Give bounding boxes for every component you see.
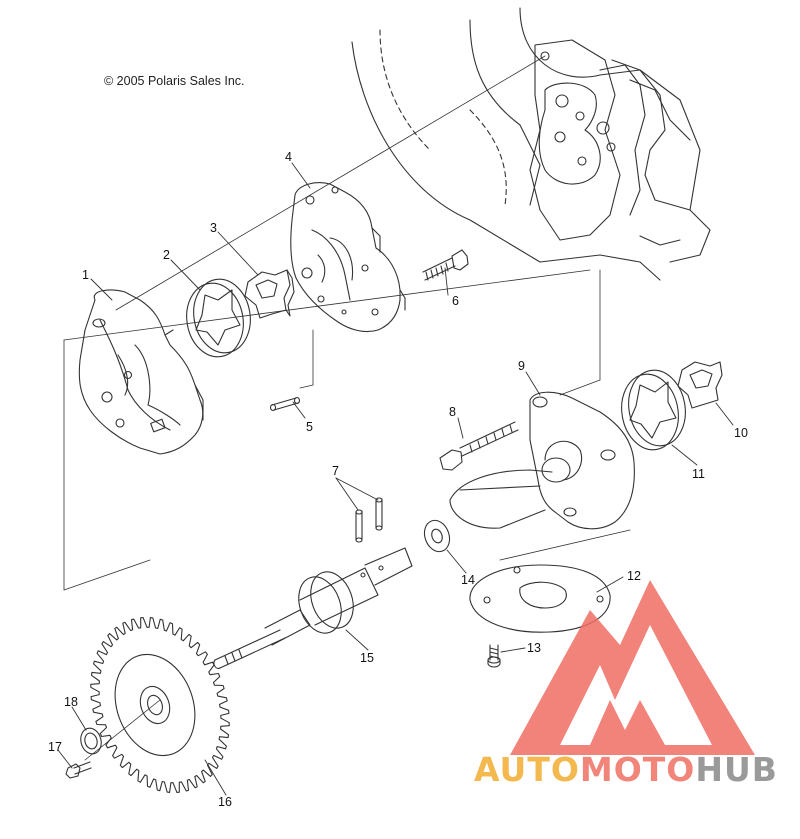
part-7-pins [355, 497, 383, 543]
part-12-gasket [469, 564, 611, 633]
callout-10: 10 [734, 426, 748, 440]
watermark-part-auto: AUTO [474, 750, 580, 789]
part-13-screw [487, 644, 501, 668]
watermark-part-hub: HUB [695, 750, 778, 789]
callout-16: 16 [218, 795, 232, 809]
part-8-long-bolt [439, 421, 519, 471]
part-9-pump-cover [449, 391, 635, 530]
callout-6: 6 [452, 294, 459, 308]
leader-lines [57, 162, 734, 796]
copyright-notice: © 2005 Polaris Sales Inc. [104, 74, 245, 88]
callout-1: 1 [82, 268, 89, 282]
callout-18: 18 [64, 695, 78, 709]
part-5-dowel-pin [269, 396, 301, 412]
watermark-brand: AUTOMOTOHUB [474, 750, 778, 789]
callout-9: 9 [518, 359, 525, 373]
callout-14: 14 [461, 573, 475, 587]
callout-13: 13 [527, 641, 541, 655]
part-18-ring [80, 727, 102, 755]
callout-12: 12 [627, 569, 641, 583]
callout-4: 4 [285, 150, 292, 164]
part-17-bolt [65, 761, 92, 779]
part-10-inner-rotor [677, 361, 723, 409]
part-15-shaft [213, 547, 413, 669]
callout-2: 2 [163, 248, 170, 262]
watermark-logo [510, 580, 755, 755]
part-1-back-plate [78, 289, 204, 455]
callout-8: 8 [449, 405, 456, 419]
alignment-lines [63, 55, 631, 761]
part-4-pump-body [290, 182, 406, 333]
part-16-gear [90, 617, 230, 793]
part-14-washer [423, 519, 451, 553]
watermark-part-moto: MOTO [579, 750, 696, 789]
callout-labels: 1 2 3 4 5 6 7 8 9 10 11 12 13 14 15 16 1… [48, 150, 748, 809]
callout-3: 3 [210, 221, 217, 235]
part-2-outer-rotor [186, 278, 251, 358]
callout-7: 7 [332, 464, 339, 478]
part-6-bolt [422, 249, 469, 281]
callout-11: 11 [692, 467, 705, 481]
callout-17: 17 [48, 740, 62, 754]
part-11-outer-rotor [621, 369, 686, 451]
callout-5: 5 [306, 420, 313, 434]
callout-15: 15 [360, 651, 374, 665]
part-3-inner-rotor [244, 269, 295, 319]
crankcase-housing [351, 7, 711, 281]
